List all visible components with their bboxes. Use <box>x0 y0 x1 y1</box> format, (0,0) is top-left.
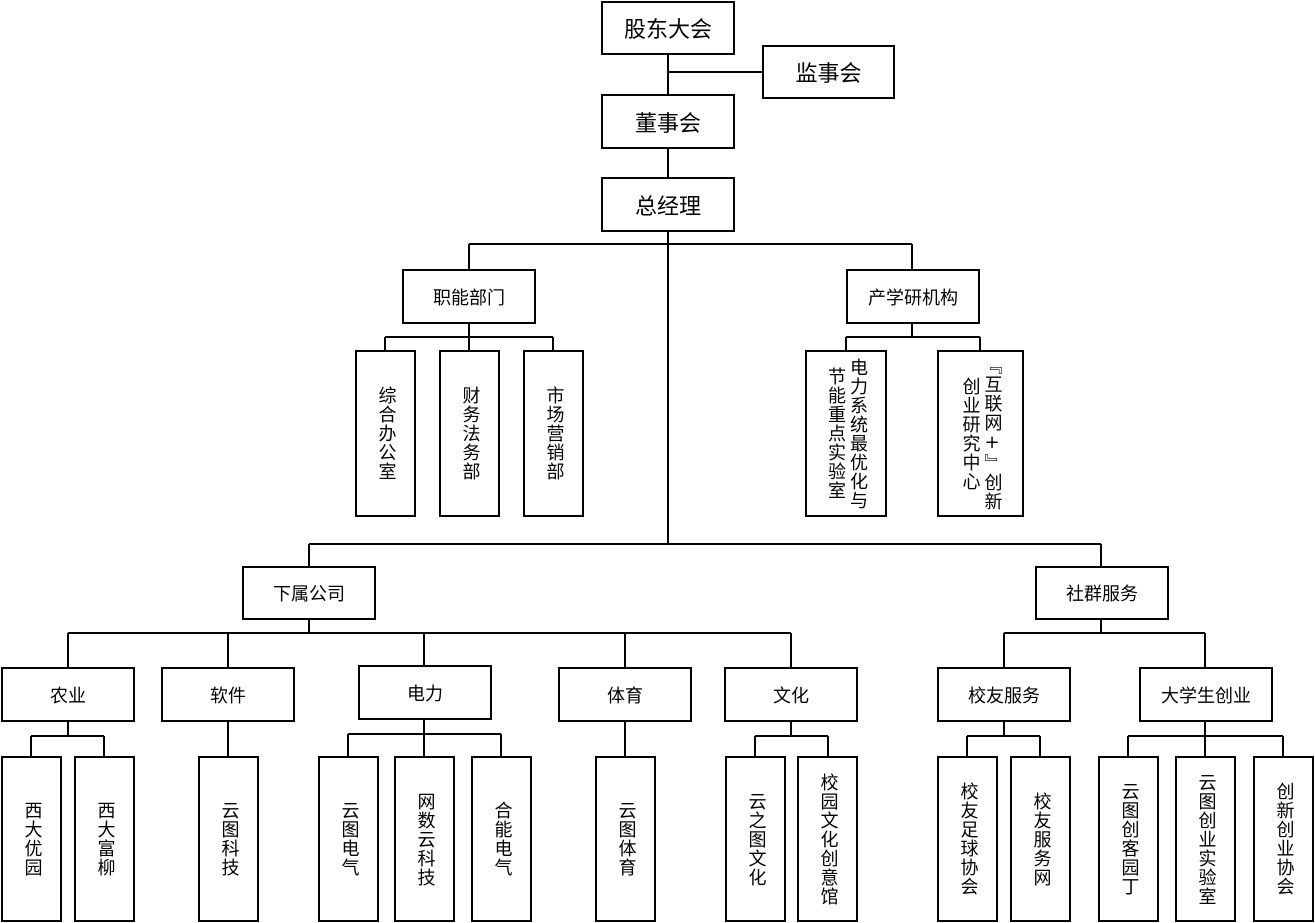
functional-item-box: 财务法务部 <box>439 350 500 517</box>
company-label: 合能电气 <box>491 801 513 877</box>
company-box: 校园文化创意馆 <box>797 756 858 922</box>
company-label: 云图电气 <box>338 801 360 877</box>
company-box: 网数云科技 <box>394 756 455 922</box>
research-item-label: 电力系统最优化与 节能重点实验室 <box>825 357 868 510</box>
functional-item-label: 财务法务部 <box>459 386 481 481</box>
subsidiary-group-box: 软件 <box>161 667 295 722</box>
company-label: 西大优园 <box>21 801 43 877</box>
subsidiary-group-label: 体育 <box>607 685 643 707</box>
functional-item-box: 市场营销部 <box>523 350 584 517</box>
company-box: 合能电气 <box>471 756 532 922</box>
company-label: 校园文化创意馆 <box>817 772 839 906</box>
company-box: 云图体育 <box>595 756 656 922</box>
board-of-directors-label: 董事会 <box>634 111 701 137</box>
functional-departments-box: 职能部门 <box>402 269 536 324</box>
functional-departments-label: 职能部门 <box>433 287 505 309</box>
community-item-box: 云图创业实验室 <box>1175 756 1236 922</box>
company-label: 西大富柳 <box>94 801 116 877</box>
company-label: 云之图文化 <box>745 791 767 887</box>
research-item-label: 『互联网+』创新 创业研究中心 <box>959 356 1003 511</box>
shareholders-meeting-label: 股东大会 <box>623 18 712 43</box>
subsidiary-group-label: 电力 <box>407 683 443 705</box>
research-item-box: 『互联网+』创新 创业研究中心 <box>937 350 1024 517</box>
subsidiary-group-label: 文化 <box>773 685 809 707</box>
general-manager-box: 总经理 <box>601 177 735 232</box>
supervisory-board-box: 监事会 <box>762 45 895 99</box>
subsidiary-group-box: 电力 <box>358 665 492 720</box>
board-of-directors-box: 董事会 <box>601 94 735 149</box>
subsidiary-group-label: 软件 <box>210 685 246 707</box>
company-box: 云图电气 <box>318 756 379 922</box>
research-institutions-label: 产学研机构 <box>868 287 958 309</box>
company-box: 云之图文化 <box>725 756 786 922</box>
community-item-box: 创新创业协会 <box>1253 756 1314 922</box>
community-item-label: 校友服务网 <box>1030 791 1052 887</box>
subsidiary-group-box: 农业 <box>1 667 135 722</box>
company-label: 云图科技 <box>218 801 240 877</box>
community-item-label: 云图创业实验室 <box>1195 772 1217 906</box>
company-box: 云图科技 <box>198 756 259 922</box>
general-manager-label: 总经理 <box>634 194 701 220</box>
community-services-box: 社群服务 <box>1035 566 1169 620</box>
community-item-box: 校友足球协会 <box>937 756 998 922</box>
community-group-box: 校友服务 <box>937 667 1071 722</box>
community-group-box: 大学生创业 <box>1139 667 1273 722</box>
community-group-label: 大学生创业 <box>1161 685 1251 707</box>
community-item-label: 校友足球协会 <box>957 782 979 896</box>
functional-item-label: 市场营销部 <box>543 386 565 481</box>
community-services-label: 社群服务 <box>1066 584 1138 605</box>
company-label: 网数云科技 <box>414 791 436 887</box>
community-item-label: 创新创业协会 <box>1273 782 1295 896</box>
community-item-label: 云图创客园丁 <box>1118 782 1140 896</box>
research-item-box: 电力系统最优化与 节能重点实验室 <box>805 350 887 517</box>
company-box: 西大优园 <box>1 756 62 922</box>
subsidiary-group-box: 文化 <box>724 667 858 722</box>
shareholders-meeting-box: 股东大会 <box>601 1 735 55</box>
subsidiary-group-box: 体育 <box>558 667 692 722</box>
company-box: 西大富柳 <box>74 756 135 922</box>
subsidiaries-box: 下属公司 <box>242 566 376 620</box>
community-group-label: 校友服务 <box>968 685 1040 707</box>
research-institutions-box: 产学研机构 <box>846 269 980 324</box>
subsidiary-group-label: 农业 <box>50 685 86 707</box>
functional-item-box: 综合办公室 <box>355 350 416 517</box>
community-item-box: 校友服务网 <box>1010 756 1071 922</box>
supervisory-board-label: 监事会 <box>795 62 862 87</box>
functional-item-label: 综合办公室 <box>375 386 397 481</box>
community-item-box: 云图创客园丁 <box>1098 756 1159 922</box>
subsidiaries-label: 下属公司 <box>273 584 345 605</box>
company-label: 云图体育 <box>615 801 637 877</box>
